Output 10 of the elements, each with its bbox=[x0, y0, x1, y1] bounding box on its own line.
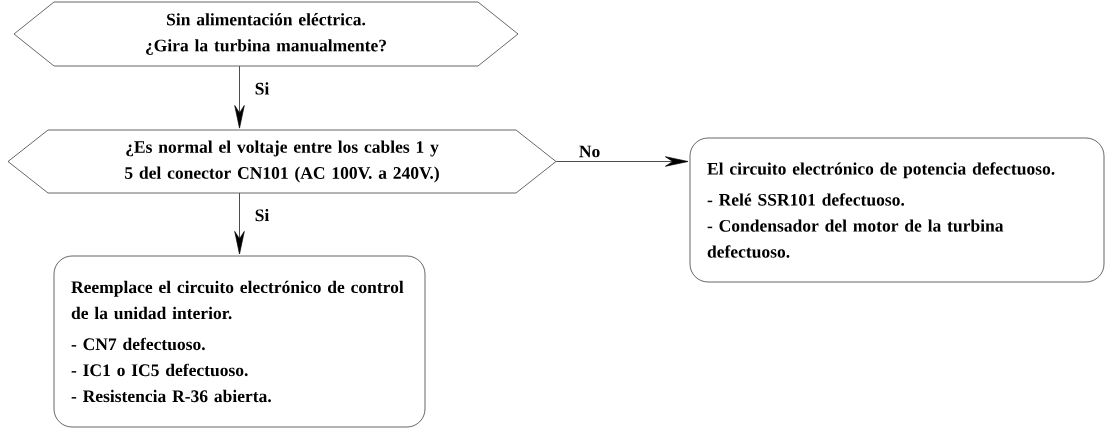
edge-label: No bbox=[579, 145, 600, 158]
arrow bbox=[234, 65, 245, 129]
process-box: El circuito electrónico de potencia defectuoso. - Relé SSR101 defectuoso. - Condensador del motor de la turbina defectuoso. bbox=[689, 137, 1105, 283]
decision-hexagon: ¿Es normal el voltaje entre los cables 1 y 5 del conector CN101 (AC 100V. a 240V.) bbox=[7, 129, 557, 194]
process-box: Reemplace el circuito electrónico de control de la unidad interior. - CN7 defectuoso. - IC1 o IC5 defectuoso. - Resistencia R-36 abierta. bbox=[53, 255, 426, 428]
arrow bbox=[555, 156, 689, 167]
decision-hexagon: Sin alimentación eléctrica. ¿Gira la turbina manualmente? bbox=[13, 1, 519, 67]
edge-label: Si bbox=[255, 82, 270, 95]
edge-label: Si bbox=[255, 208, 270, 222]
arrow bbox=[234, 192, 245, 255]
